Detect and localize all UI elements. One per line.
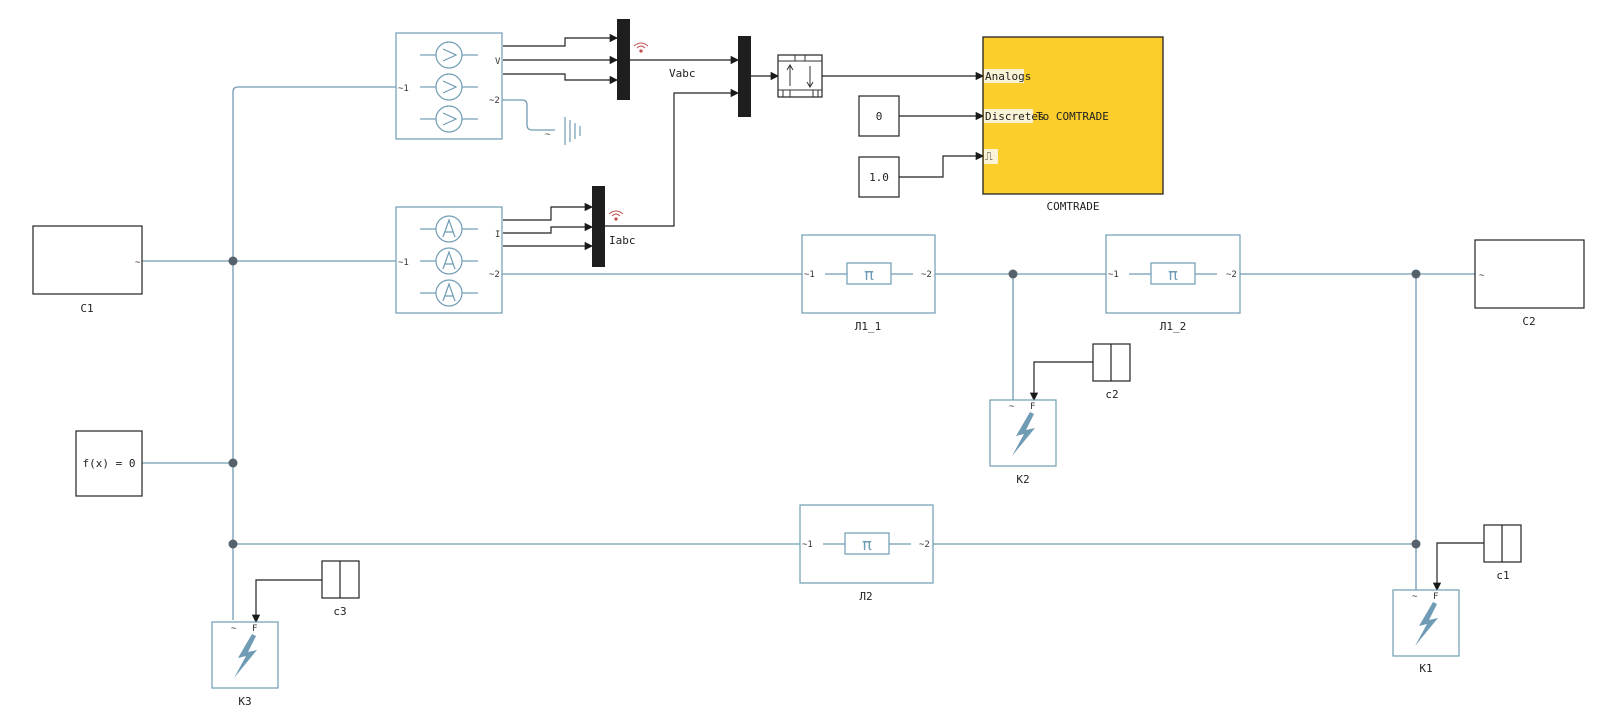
fault-k2-label: K2: [1016, 473, 1029, 486]
fault-k2-block[interactable]: ~ F K2: [989, 399, 1057, 486]
step-c1-block[interactable]: c1: [1483, 524, 1522, 582]
step-c2-block[interactable]: c2: [1092, 343, 1131, 401]
va-signal[interactable]: [503, 33, 619, 47]
signal-wires: [251, 33, 1484, 624]
trigger-signal[interactable]: [899, 151, 985, 178]
junction-node: [228, 539, 238, 549]
fault-k1-label: K1: [1419, 662, 1432, 675]
c1-to-k1-signal[interactable]: [1432, 542, 1484, 592]
line-l2-label: Л2: [859, 590, 872, 603]
constant-zero-block[interactable]: 0: [858, 95, 900, 137]
voltmeter-icon: [420, 41, 478, 133]
fault-k3-label: K3: [238, 695, 251, 708]
voltmeter-ground-wire[interactable]: [502, 99, 555, 131]
solver-block[interactable]: f(x) = 0: [75, 430, 143, 497]
junction-node: [1411, 539, 1421, 549]
voltage-mux-block[interactable]: [617, 19, 630, 100]
ground-port: ~: [545, 130, 551, 140]
line-l1-1-port-in: ~1: [804, 270, 815, 280]
iabc-signal-label: Iabc: [609, 234, 636, 247]
source-c1-label: C1: [80, 302, 93, 315]
voltmeter-port-out: ~2: [489, 96, 500, 106]
line-l1-2-label: Л1_2: [1160, 320, 1187, 333]
step-c3-label: c3: [333, 605, 346, 618]
voltmeter-port-in: ~1: [398, 84, 409, 94]
constant-one-block[interactable]: 1.0: [858, 156, 900, 198]
line-l2-block[interactable]: ~1 ~2 π Л2: [799, 504, 934, 603]
ground-block[interactable]: ~: [545, 117, 581, 145]
line-l1-2-symbol: π: [1168, 265, 1178, 284]
junction-node: [1008, 269, 1018, 279]
fault-k1-port-a: ~: [1412, 592, 1418, 602]
line-l1-2-port-in: ~1: [1108, 270, 1119, 280]
source-c2-port: ~: [1479, 271, 1485, 281]
fault-k2-port-a: ~: [1009, 402, 1015, 412]
ground-icon: [564, 117, 581, 145]
junction-node: [228, 256, 238, 266]
fault-k1-port-b: F: [1433, 592, 1438, 602]
solver-text: f(x) = 0: [83, 457, 136, 470]
comtrade-port-analogs: Analogs: [985, 70, 1031, 83]
source-c2-label: C2: [1522, 315, 1535, 328]
ia-signal[interactable]: [503, 202, 594, 221]
current-measurement-block[interactable]: ~1 ~2 I: [395, 206, 503, 314]
ammeter-port-in: ~1: [398, 258, 409, 268]
voltmeter-signal-port: V: [495, 57, 501, 67]
source-c2-block[interactable]: ~ C2: [1474, 239, 1585, 328]
junction-node: [228, 458, 238, 468]
comtrade-label: COMTRADE: [1047, 200, 1100, 213]
vc-signal[interactable]: [503, 73, 619, 85]
line-l1-1-port-out: ~2: [921, 270, 932, 280]
iabc-signal[interactable]: [605, 88, 740, 227]
fault-k3-block[interactable]: ~ F K3: [211, 621, 279, 708]
c2-to-k2-signal[interactable]: [1029, 361, 1093, 402]
lightning-icon: [1012, 412, 1035, 456]
step-c3-block[interactable]: c3: [321, 560, 360, 618]
junction-nodes: [228, 256, 1421, 549]
bus-to-voltmeter-wire[interactable]: [232, 86, 398, 93]
voltage-measurement-block[interactable]: ~1 ~2 V: [395, 32, 503, 140]
physical-wires: [142, 86, 1475, 620]
fault-k1-block[interactable]: ~ F K1: [1392, 589, 1460, 675]
fault-k2-port-b: F: [1030, 402, 1035, 412]
comtrade-port-trigger: ⎍: [985, 150, 993, 163]
comtrade-title: To COMTRADE: [1036, 110, 1109, 123]
line-l2-port-in: ~1: [802, 540, 813, 550]
constant-zero-value: 0: [876, 110, 883, 123]
junction-node: [1411, 269, 1421, 279]
fault-k3-port-b: F: [252, 624, 257, 634]
current-mux-block[interactable]: [592, 186, 605, 267]
ammeter-port-out: ~2: [489, 270, 500, 280]
line-l1-1-label: Л1_1: [855, 320, 882, 333]
line-l1-2-port-out: ~2: [1226, 270, 1237, 280]
wireless-icon: [608, 210, 624, 221]
line-l2-symbol: π: [862, 535, 872, 554]
line-l2-port-out: ~2: [919, 540, 930, 550]
lightning-icon: [1415, 602, 1438, 646]
c3-to-k3-signal[interactable]: [251, 579, 322, 624]
ammeter-icon: [420, 215, 478, 307]
ib-signal[interactable]: [503, 222, 594, 234]
rate-transition-icon: [778, 55, 822, 97]
comtrade-port-discretes: Discretes: [985, 110, 1045, 123]
source-c1-port: ~: [135, 258, 141, 268]
combined-mux-block[interactable]: [738, 36, 751, 117]
lightning-icon: [234, 634, 257, 678]
source-c1-block[interactable]: ~ C1: [32, 225, 143, 315]
step-c2-label: c2: [1105, 388, 1118, 401]
ammeter-signal-port: I: [495, 230, 500, 240]
line-l1-1-block[interactable]: ~1 ~2 π Л1_1: [801, 234, 936, 333]
rate-transition-block[interactable]: [777, 54, 823, 98]
line-l1-1-symbol: π: [864, 265, 874, 284]
vabc-signal-label: Vabc: [669, 67, 696, 80]
comtrade-block[interactable]: Analogs Discretes To COMTRADE ⎍ COMTRADE: [982, 36, 1164, 213]
fault-k3-port-a: ~: [231, 624, 237, 634]
constant-one-value: 1.0: [869, 171, 889, 184]
step-c1-label: c1: [1496, 569, 1509, 582]
line-l1-2-block[interactable]: ~1 ~2 π Л1_2: [1105, 234, 1241, 333]
wireless-icon: [633, 42, 649, 53]
